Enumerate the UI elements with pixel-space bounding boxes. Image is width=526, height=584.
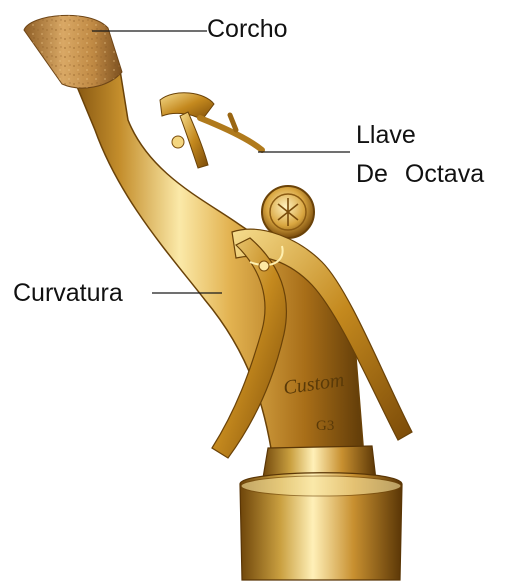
brand-badge <box>262 186 314 238</box>
octave-key <box>160 93 262 168</box>
label-de-octava: De Octava <box>356 160 484 188</box>
label-corcho: Corcho <box>207 15 288 43</box>
cork-mouthpiece-end <box>24 15 122 88</box>
label-curvatura: Curvatura <box>13 279 123 307</box>
engraving-model: G3 <box>316 418 334 434</box>
label-llave: Llave <box>356 121 416 149</box>
